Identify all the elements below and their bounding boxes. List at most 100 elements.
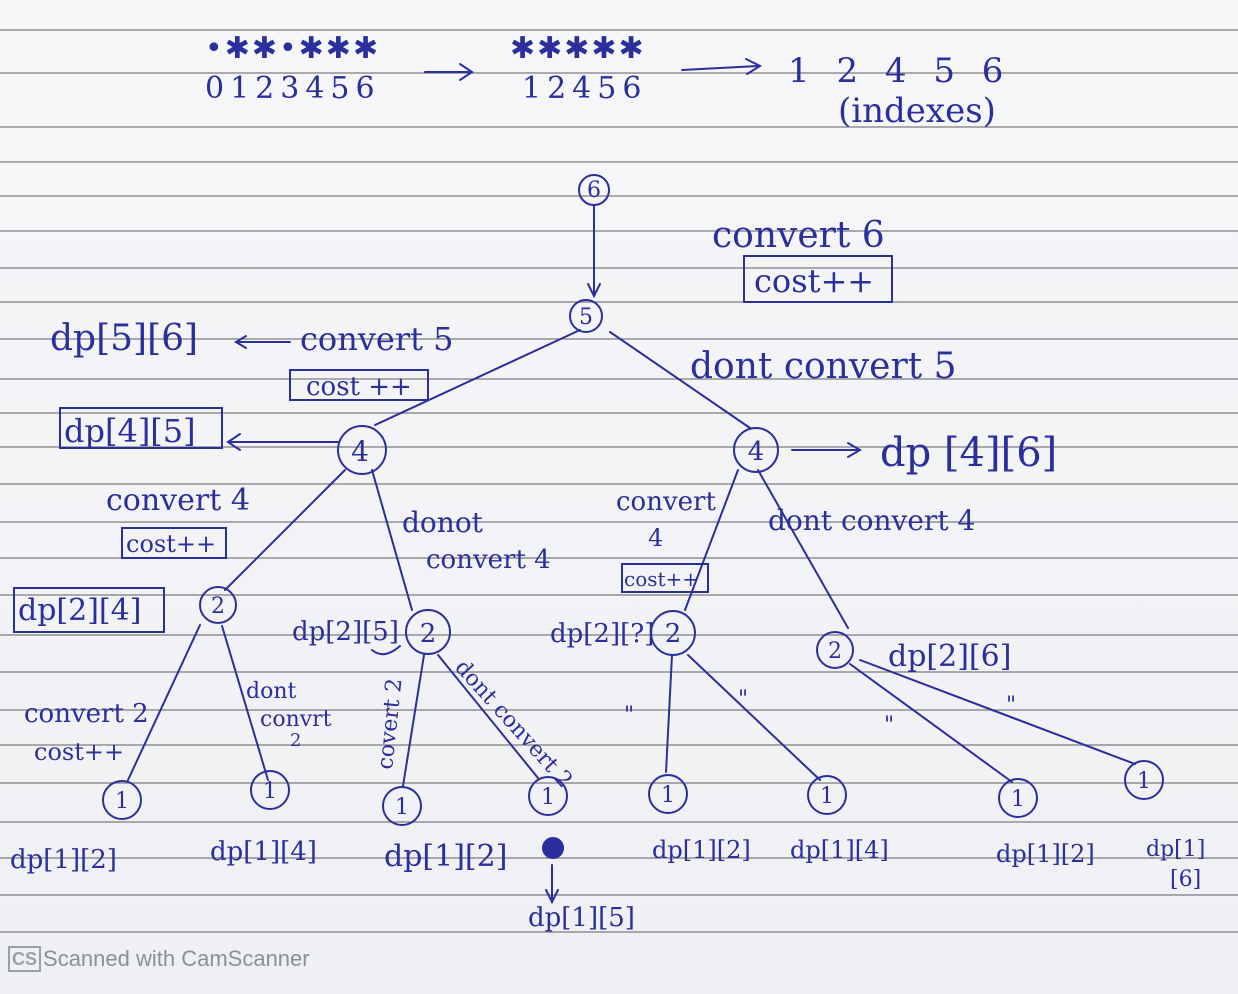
edge-4right-2d bbox=[757, 469, 849, 629]
label-ditto-d: " bbox=[1006, 693, 1016, 718]
edge-2c-1f bbox=[687, 654, 821, 781]
edge-1d-dp15-arrowhead bbox=[545, 889, 559, 905]
label-convert4-left: convert 4 bbox=[106, 483, 250, 518]
node-1-f-label: 1 bbox=[820, 784, 834, 809]
label-dp16-a: dp[1] bbox=[1146, 837, 1205, 862]
label-convert6: convert 6 bbox=[712, 215, 885, 256]
label-convert2-vert: covert 2 bbox=[373, 677, 407, 770]
label-donot-a: donot bbox=[402, 506, 484, 539]
node-6-label: 6 bbox=[587, 178, 601, 203]
node-1-e bbox=[648, 774, 688, 814]
node-2-a-label: 2 bbox=[211, 594, 225, 619]
node-1-h bbox=[1124, 760, 1164, 800]
label-dontconvert4-right: dont convert 4 bbox=[768, 504, 975, 537]
label-cost6: cost++ bbox=[754, 262, 874, 300]
label-dp14-b: dp[1][4] bbox=[790, 836, 889, 864]
label-ditto-b: " bbox=[738, 687, 748, 712]
node-4-right bbox=[733, 427, 779, 473]
node-4-right-label: 4 bbox=[748, 437, 765, 467]
node-1-c-label: 1 bbox=[395, 795, 409, 820]
symbols-filtered: ✱✱✱✱✱ bbox=[510, 31, 646, 66]
box-dp24 bbox=[13, 587, 165, 633]
label-dontconvert5: dont convert 5 bbox=[690, 346, 957, 387]
label-dp45: dp[4][5] bbox=[64, 412, 196, 450]
label-dp12-c: dp[1][2] bbox=[652, 836, 751, 864]
node-1-e-label: 1 bbox=[661, 783, 675, 808]
node-blot bbox=[542, 837, 564, 859]
label-dp56: dp[5][6] bbox=[50, 318, 198, 359]
node-1-b bbox=[250, 770, 290, 810]
node-1-a-label: 1 bbox=[115, 789, 129, 814]
box-dp45 bbox=[59, 407, 223, 449]
camscanner-logo: CS bbox=[8, 946, 42, 972]
arrow-top-1-head bbox=[459, 63, 474, 81]
digits-indexes: 1 2 4 5 6 bbox=[788, 51, 1011, 91]
node-2-b-label: 2 bbox=[420, 619, 437, 649]
node-2-c bbox=[650, 610, 696, 656]
label-convert4-right-a: convert bbox=[616, 487, 716, 517]
node-1-b-label: 1 bbox=[263, 779, 277, 804]
label-dp25: dp[2][5] bbox=[292, 617, 399, 647]
label-dp16-b: [6] bbox=[1170, 867, 1201, 892]
edge-5-4right bbox=[609, 331, 751, 429]
box-cost5 bbox=[289, 369, 429, 401]
label-cost5: cost ++ bbox=[306, 372, 412, 402]
label-dp15: dp[1][5] bbox=[528, 903, 635, 933]
label-boxes bbox=[13, 255, 893, 633]
edge-6-5-arrowhead bbox=[587, 283, 601, 299]
label-dp2x: dp[2][?] bbox=[550, 619, 654, 649]
node-2-c-label: 2 bbox=[665, 619, 682, 649]
label-dp46: dp [4][6] bbox=[880, 430, 1057, 476]
node-5-label: 5 bbox=[579, 305, 593, 330]
label-cost4-right: cost++ bbox=[624, 567, 699, 591]
digits-original: 0123456 bbox=[205, 71, 381, 106]
label-dp26: dp[2][6] bbox=[888, 639, 1011, 674]
label-convert4-right-b: 4 bbox=[648, 524, 663, 552]
label-dp12-b: dp[1][2] bbox=[384, 839, 507, 874]
label-dontconvert2-diag: dont convert 2 bbox=[450, 655, 578, 793]
edge-4left-2b bbox=[371, 469, 413, 611]
label-dp14: dp[1][4] bbox=[210, 837, 317, 867]
label-donot-b: convert 4 bbox=[426, 545, 551, 575]
node-2-a bbox=[199, 586, 237, 624]
edge-2b-1c bbox=[402, 654, 425, 787]
edge-4right-2c bbox=[684, 469, 739, 611]
node-1-d-label: 1 bbox=[541, 785, 555, 810]
indexes-label: (indexes) bbox=[838, 91, 996, 131]
edge-2d-1h bbox=[859, 659, 1136, 765]
tree-edges bbox=[127, 58, 1136, 905]
label-cost2: cost++ bbox=[34, 738, 124, 766]
label-convert2: convert 2 bbox=[24, 699, 149, 729]
box-cost4-left bbox=[121, 527, 227, 559]
edge-2b-1d bbox=[437, 654, 539, 779]
edge-5-4left bbox=[374, 329, 581, 426]
box-cost6 bbox=[743, 255, 893, 303]
node-2-b bbox=[405, 609, 451, 655]
label-ditto-c: " bbox=[884, 713, 894, 738]
camscanner-watermark: CS Scanned with CamScanner bbox=[8, 942, 310, 976]
node-1-d bbox=[528, 776, 568, 816]
node-2-d-label: 2 bbox=[828, 639, 842, 664]
tree-nodes bbox=[102, 174, 1164, 859]
edge-2a-1a bbox=[127, 624, 201, 781]
label-ditto-a: " bbox=[624, 703, 634, 728]
node-5 bbox=[569, 299, 603, 333]
node-1-a bbox=[102, 780, 142, 820]
node-1-f bbox=[807, 775, 847, 815]
edge-2c-1e bbox=[665, 654, 673, 773]
label-cost4-left: cost++ bbox=[126, 530, 216, 558]
symbols-original: •✱✱•✱✱✱ bbox=[205, 31, 380, 66]
label-convert5: convert 5 bbox=[300, 320, 454, 358]
arrow-convert5-head bbox=[234, 335, 247, 349]
node-6 bbox=[578, 174, 610, 206]
arrow-top-2 bbox=[681, 65, 759, 71]
label-dp12-d: dp[1][2] bbox=[996, 840, 1095, 868]
edge-2d-1g bbox=[849, 663, 1013, 783]
node-4-left-label: 4 bbox=[351, 435, 369, 468]
label-dp24: dp[2][4] bbox=[18, 593, 141, 628]
curl-mark-dp25 bbox=[371, 645, 401, 656]
label-dp12-a: dp[1][2] bbox=[10, 845, 117, 875]
node-1-h-label: 1 bbox=[1137, 769, 1151, 794]
